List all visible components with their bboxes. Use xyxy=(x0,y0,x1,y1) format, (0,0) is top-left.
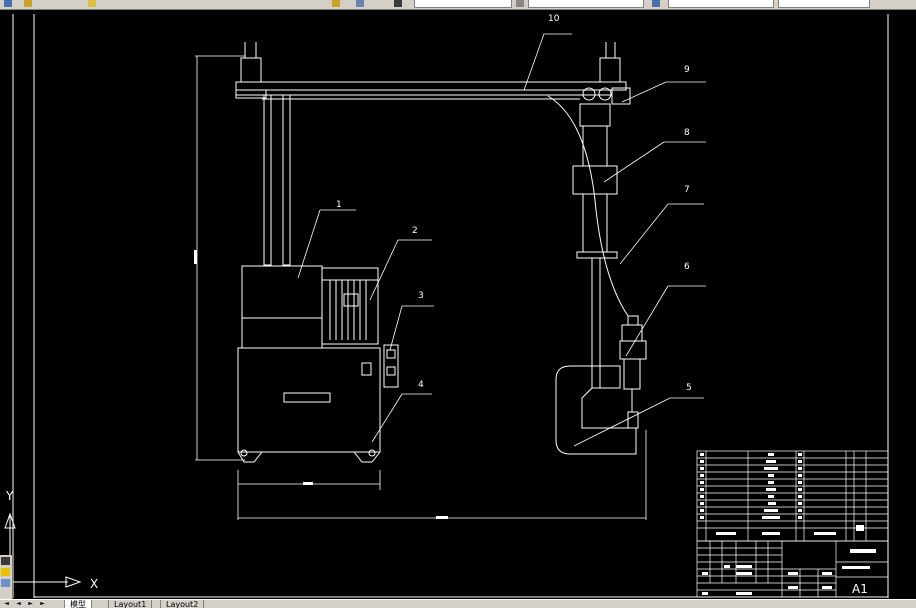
left-column xyxy=(240,42,291,266)
cylinder-assembly xyxy=(547,95,647,412)
first-tab-icon[interactable]: ◄ xyxy=(4,600,9,607)
callout-2: 2 xyxy=(412,226,418,236)
plotstyle-dropdown[interactable] xyxy=(778,0,870,8)
properties-icon[interactable] xyxy=(1,568,10,576)
prev-tab-icon[interactable]: ◄ xyxy=(16,600,21,607)
sun-icon[interactable] xyxy=(88,0,96,7)
c-frame xyxy=(555,365,639,455)
callout-6: 6 xyxy=(684,262,690,272)
design-center-icon[interactable] xyxy=(1,579,10,587)
layout-tab-bar: ◄ ◄ ► ► 模型 Layout1 Layout2 xyxy=(0,599,916,608)
callout-1: 1 xyxy=(336,200,342,210)
layer-previous-icon[interactable] xyxy=(356,0,364,7)
lineweight-dropdown[interactable] xyxy=(668,0,774,8)
linetype-icon[interactable] xyxy=(516,0,524,7)
lineweight-icon[interactable] xyxy=(652,0,660,7)
callout-3: 3 xyxy=(418,291,424,301)
hydraulic-unit xyxy=(237,265,399,463)
tab-layout2[interactable]: Layout2 xyxy=(160,600,205,608)
ucs-x-label: X xyxy=(90,577,98,591)
title-block-entries xyxy=(702,549,876,595)
tool-palette xyxy=(0,555,13,599)
ucs-icon xyxy=(4,512,82,588)
last-tab-icon[interactable]: ► xyxy=(40,600,45,607)
leader-lines xyxy=(297,33,706,447)
layer-manager-icon[interactable] xyxy=(332,0,340,7)
linetype-dropdown[interactable] xyxy=(528,0,644,8)
tab-model[interactable]: 模型 xyxy=(64,600,92,608)
callout-9: 9 xyxy=(684,65,690,75)
callout-4: 4 xyxy=(418,380,424,390)
next-tab-icon[interactable]: ► xyxy=(28,600,33,607)
parts-list-entries xyxy=(700,453,864,535)
top-beam xyxy=(235,42,631,105)
bulb-icon[interactable] xyxy=(24,0,32,7)
callout-10: 10 xyxy=(548,14,560,24)
color-dropdown[interactable] xyxy=(414,0,512,8)
callout-5: 5 xyxy=(686,383,692,393)
layer-icon[interactable] xyxy=(4,0,12,7)
ucs-y-label: Y xyxy=(5,489,14,503)
tab-layout1[interactable]: Layout1 xyxy=(108,600,153,608)
title-block xyxy=(696,540,889,598)
drawing-canvas[interactable]: 1 2 3 4 5 6 7 8 9 10 xyxy=(0,10,916,599)
tool-icon[interactable] xyxy=(1,557,10,565)
dimension-lines xyxy=(194,55,647,520)
callout-8: 8 xyxy=(684,128,690,138)
color-control-icon[interactable] xyxy=(394,0,402,7)
top-toolbar xyxy=(0,0,916,10)
sheet-size-label: A1 xyxy=(852,582,868,596)
callout-7: 7 xyxy=(684,185,690,195)
